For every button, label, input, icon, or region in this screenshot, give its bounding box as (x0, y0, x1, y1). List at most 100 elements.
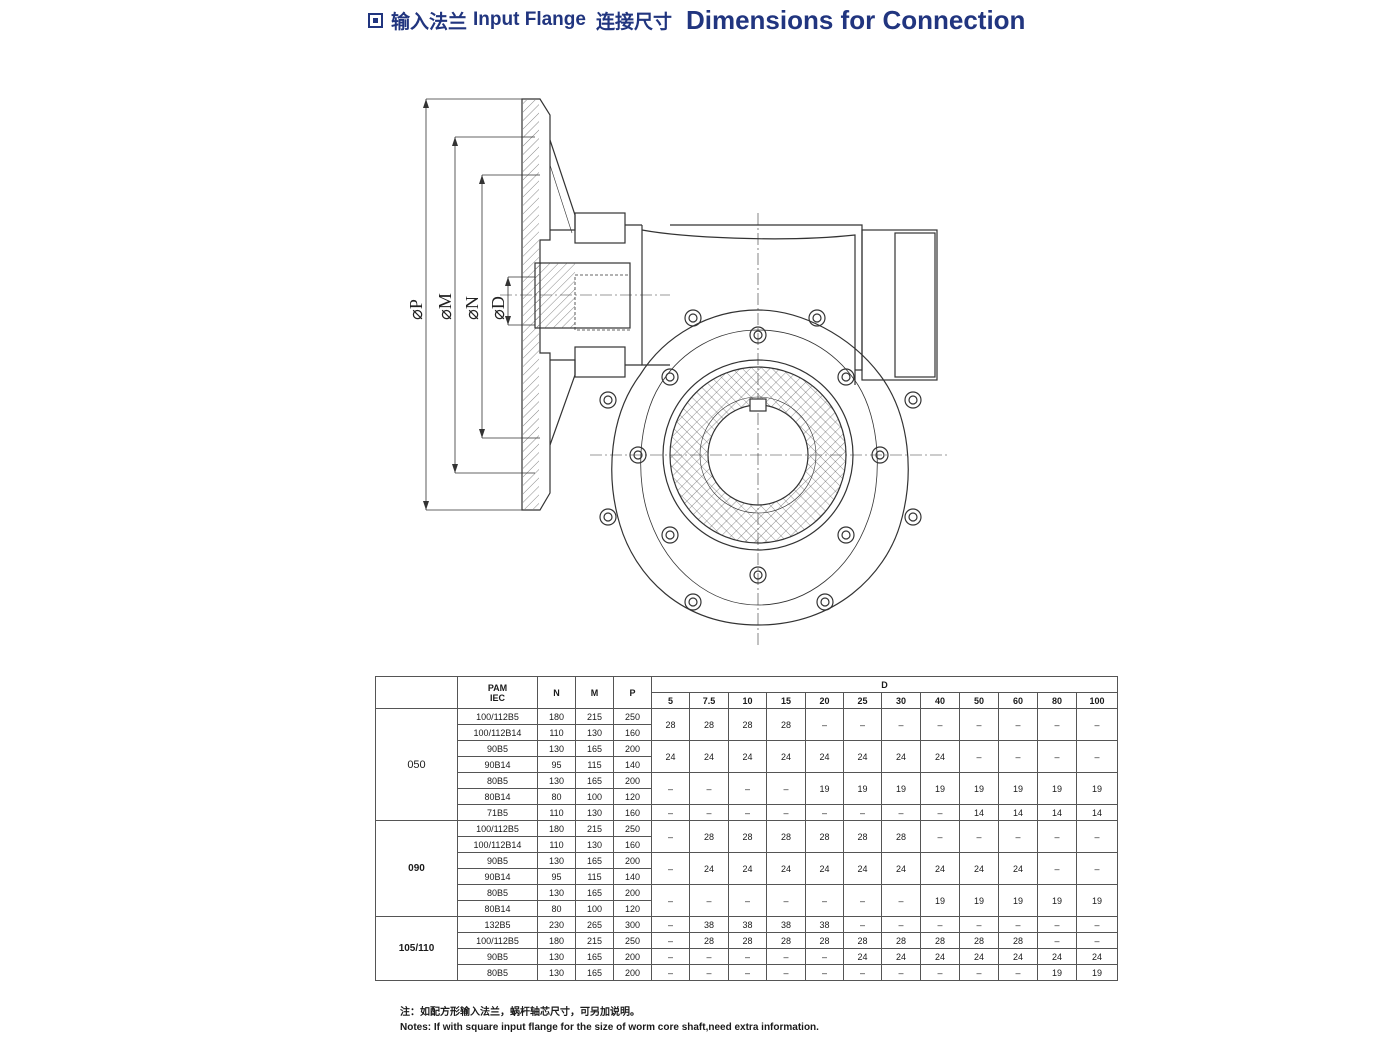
n-cell: 95 (537, 756, 576, 773)
p-cell: 200 (613, 948, 652, 965)
d-cell: – (1037, 916, 1077, 933)
header-p: P (613, 676, 652, 709)
d-cell: – (651, 772, 690, 805)
header-d-value: 7.5 (689, 692, 729, 709)
d-cell: – (728, 804, 767, 821)
d-cell: 14 (1076, 804, 1118, 821)
d-cell: 24 (728, 852, 767, 885)
d-cell: – (766, 884, 806, 917)
d-cell: – (651, 964, 690, 981)
iec-cell: 100/112B5 (457, 708, 538, 725)
d-cell: 24 (651, 740, 690, 773)
p-cell: 200 (613, 740, 652, 757)
d-cell: 24 (766, 852, 806, 885)
d-cell: 24 (998, 852, 1038, 885)
d-cell: – (998, 740, 1038, 773)
iec-cell: 90B14 (457, 756, 538, 773)
d-cell: – (766, 772, 806, 805)
iec-cell: 132B5 (457, 916, 538, 933)
d-cell: 19 (805, 772, 844, 805)
d-cell: 28 (959, 932, 999, 949)
header-d-value: 100 (1076, 692, 1118, 709)
d-cell: 19 (1037, 772, 1077, 805)
p-cell: 120 (613, 900, 652, 917)
d-cell: – (689, 804, 729, 821)
d-cell: – (689, 772, 729, 805)
d-cell: 24 (843, 852, 882, 885)
iec-cell: 80B5 (457, 964, 538, 981)
m-cell: 265 (575, 916, 614, 933)
notes: 注：如配方形输入法兰，蜗杆轴芯尺寸，可另加说明。 Notes: If with … (400, 1005, 819, 1035)
header-d-value: 60 (998, 692, 1038, 709)
m-cell: 165 (575, 964, 614, 981)
d-cell: – (805, 804, 844, 821)
d-cell: 19 (959, 884, 999, 917)
d-cell: – (920, 916, 960, 933)
d-cell: – (805, 948, 844, 965)
d-cell: – (843, 804, 882, 821)
d-cell: – (1037, 740, 1077, 773)
p-cell: 160 (613, 804, 652, 821)
m-cell: 165 (575, 852, 614, 869)
d-cell: – (689, 884, 729, 917)
d-cell: – (1037, 708, 1077, 741)
m-cell: 130 (575, 724, 614, 741)
model-cell: 050 (375, 708, 458, 821)
d-cell: – (881, 804, 921, 821)
m-cell: 215 (575, 932, 614, 949)
d-cell: – (843, 964, 882, 981)
d-cell: 24 (728, 740, 767, 773)
d-cell: 19 (998, 772, 1038, 805)
n-cell: 180 (537, 932, 576, 949)
m-cell: 165 (575, 948, 614, 965)
header-d-value: 40 (920, 692, 960, 709)
d-cell: – (651, 948, 690, 965)
d-cell: 19 (920, 772, 960, 805)
d-cell: – (920, 964, 960, 981)
d-cell: 14 (959, 804, 999, 821)
d-cell: 24 (843, 948, 882, 965)
title-en-dimensions: Dimensions for Connection (685, 4, 1026, 35)
p-cell: 250 (613, 820, 652, 837)
d-cell: 28 (920, 932, 960, 949)
p-cell: 200 (613, 964, 652, 981)
d-cell: – (651, 852, 690, 885)
header-d-value: 20 (805, 692, 844, 709)
iec-cell: 100/112B5 (457, 820, 538, 837)
d-cell: 28 (728, 708, 767, 741)
iec-cell: 100/112B5 (457, 932, 538, 949)
n-cell: 110 (537, 724, 576, 741)
n-cell: 80 (537, 900, 576, 917)
note-cn: 注：如配方形输入法兰，蜗杆轴芯尺寸，可另加说明。 (400, 1007, 640, 1018)
m-cell: 115 (575, 756, 614, 773)
p-cell: 160 (613, 724, 652, 741)
p-cell: 140 (613, 756, 652, 773)
d-cell: 28 (728, 932, 767, 949)
d-cell: 28 (689, 932, 729, 949)
header-pam: PAM (487, 682, 508, 693)
d-cell: – (843, 708, 882, 741)
d-cell: – (728, 884, 767, 917)
iec-cell: 90B5 (457, 740, 538, 757)
title-cn-input-flange: 输入法兰 (391, 11, 468, 33)
p-cell: 300 (613, 916, 652, 933)
p-cell: 250 (613, 932, 652, 949)
d-cell: 19 (920, 884, 960, 917)
d-cell: 24 (920, 740, 960, 773)
m-cell: 130 (575, 836, 614, 853)
d-cell: – (998, 964, 1038, 981)
header-d-value: 10 (728, 692, 767, 709)
header-iec: IEC (489, 692, 505, 703)
d-cell: 24 (881, 852, 921, 885)
header-m: M (575, 676, 614, 709)
d-cell: 28 (689, 708, 729, 741)
d-cell: – (651, 916, 690, 933)
d-cell: 28 (766, 820, 806, 853)
